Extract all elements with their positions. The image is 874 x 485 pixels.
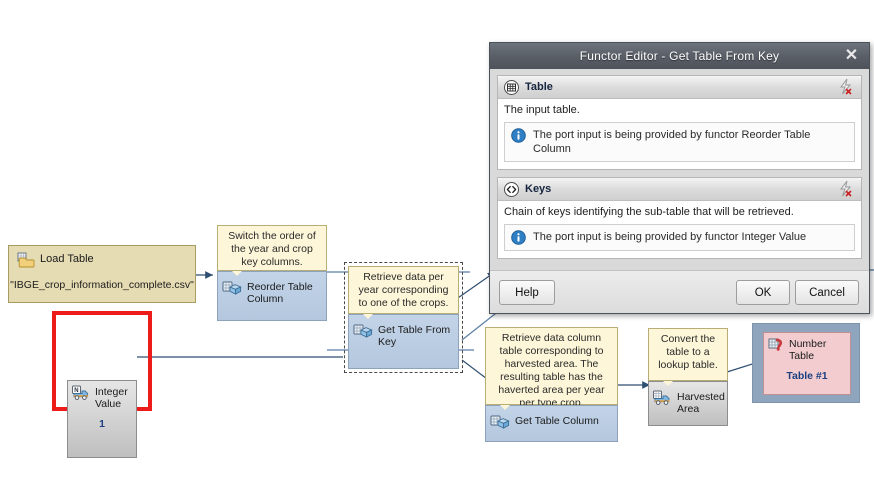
table-cube-icon bbox=[222, 281, 242, 295]
ok-button[interactable]: OK bbox=[736, 280, 790, 305]
section-table-title: Table bbox=[525, 81, 553, 93]
node-reorder-table-column-label: Reorder Table Column bbox=[247, 281, 313, 305]
section-keys: Keys Chain of keys identifying the sub-t… bbox=[497, 177, 862, 259]
info-icon bbox=[511, 128, 526, 143]
section-table-info-text: The port input is being provided by func… bbox=[533, 129, 811, 155]
node-load-table[interactable]: Load Table "IBGE_crop_information_comple… bbox=[8, 245, 196, 303]
dialog-title: Functor Editor - Get Table From Key bbox=[579, 49, 780, 63]
section-keys-info: The port input is being provided by func… bbox=[504, 224, 855, 251]
cancel-button[interactable]: Cancel bbox=[795, 280, 859, 305]
node-number-table-value: Table #1 bbox=[786, 370, 828, 382]
table-cube-icon bbox=[353, 324, 373, 338]
node-load-table-value: "IBGE_crop_information_complete.csv" bbox=[10, 279, 194, 291]
node-get-table-from-key[interactable]: Retrieve data per year corresponding to … bbox=[348, 266, 459, 369]
section-table-header: Table bbox=[498, 76, 861, 99]
code-brackets-icon bbox=[504, 181, 519, 197]
node-reorder-table-column-comment: Switch the order of the year and crop ke… bbox=[217, 225, 327, 271]
node-number-table-label: Number Table bbox=[789, 338, 827, 362]
info-icon bbox=[511, 230, 526, 245]
section-table-description: The input table. bbox=[498, 99, 861, 122]
node-load-table-title: Load Table bbox=[9, 246, 195, 268]
table-grid-icon bbox=[504, 79, 519, 95]
node-harvested-area-title: Harvested Area bbox=[649, 382, 727, 415]
node-get-table-column-body[interactable]: Get Table Column bbox=[485, 405, 618, 442]
section-table-info: The port input is being provided by func… bbox=[504, 122, 855, 162]
node-harvested-area-label: Harvested Area bbox=[677, 391, 725, 415]
close-icon[interactable]: ✕ bbox=[844, 47, 859, 64]
comment-tail bbox=[363, 314, 373, 319]
section-table: Table The input table. Th bbox=[497, 75, 862, 170]
node-reorder-table-column[interactable]: Switch the order of the year and crop ke… bbox=[217, 225, 327, 321]
node-get-table-from-key-comment: Retrieve data per year corresponding to … bbox=[348, 266, 459, 314]
node-integer-value[interactable]: N Integer Value 1 bbox=[67, 380, 137, 458]
node-number-table-container[interactable]: Number Table Table #1 bbox=[752, 323, 860, 403]
node-number-table[interactable]: Number Table Table #1 bbox=[763, 332, 851, 395]
comment-tail bbox=[232, 271, 242, 276]
node-get-table-column[interactable]: Retrieve data column table corresponding… bbox=[485, 327, 618, 442]
node-harvested-area-comment: Convert the table to a lookup table. bbox=[648, 328, 728, 381]
node-integer-value-title: N Integer Value bbox=[68, 381, 136, 410]
folder-table-icon bbox=[17, 252, 35, 268]
dialog-titlebar[interactable]: Functor Editor - Get Table From Key ✕ bbox=[490, 43, 869, 69]
comment-tail bbox=[500, 405, 510, 410]
section-keys-title: Keys bbox=[525, 183, 552, 195]
node-harvested-area[interactable]: Convert the table to a lookup table. Har… bbox=[648, 328, 728, 426]
section-keys-info-text: The port input is being provided by func… bbox=[533, 231, 807, 243]
dialog-button-bar: Help OK Cancel bbox=[490, 270, 869, 313]
node-get-table-from-key-title: Get Table From Key bbox=[349, 315, 458, 348]
comment-tail bbox=[663, 381, 673, 386]
dialog-body: Table The input table. Th bbox=[490, 69, 869, 259]
node-number-table-title: Number Table bbox=[764, 333, 850, 362]
node-get-table-column-comment: Retrieve data column table corresponding… bbox=[485, 327, 618, 409]
node-get-table-from-key-selection bbox=[344, 262, 463, 373]
lookup-truck-icon bbox=[653, 390, 670, 405]
section-keys-header: Keys bbox=[498, 178, 861, 201]
node-integer-value-value: 1 bbox=[99, 418, 105, 430]
help-button[interactable]: Help bbox=[499, 280, 555, 305]
node-harvested-area-body[interactable]: Harvested Area bbox=[648, 381, 728, 426]
bolt-remove-icon[interactable] bbox=[837, 78, 855, 101]
functor-editor-dialog[interactable]: Functor Editor - Get Table From Key ✕ Ta… bbox=[489, 42, 870, 314]
node-reorder-table-column-body[interactable]: Reorder Table Column bbox=[217, 271, 327, 321]
node-get-table-from-key-body[interactable]: Get Table From Key bbox=[348, 314, 459, 369]
node-get-table-from-key-label: Get Table From Key bbox=[378, 324, 451, 348]
node-load-table-label: Load Table bbox=[40, 253, 94, 265]
node-get-table-column-title: Get Table Column bbox=[486, 406, 617, 432]
node-integer-value-label: Integer Value bbox=[95, 386, 128, 410]
table-cube-icon bbox=[490, 415, 510, 429]
integer-truck-icon: N bbox=[72, 385, 89, 400]
node-get-table-column-label: Get Table Column bbox=[515, 415, 599, 427]
number-table-icon bbox=[768, 338, 783, 351]
node-reorder-table-column-title: Reorder Table Column bbox=[218, 272, 326, 305]
svg-text:N: N bbox=[74, 388, 78, 394]
bolt-remove-icon[interactable] bbox=[837, 180, 855, 203]
section-keys-description: Chain of keys identifying the sub-table … bbox=[498, 201, 861, 224]
